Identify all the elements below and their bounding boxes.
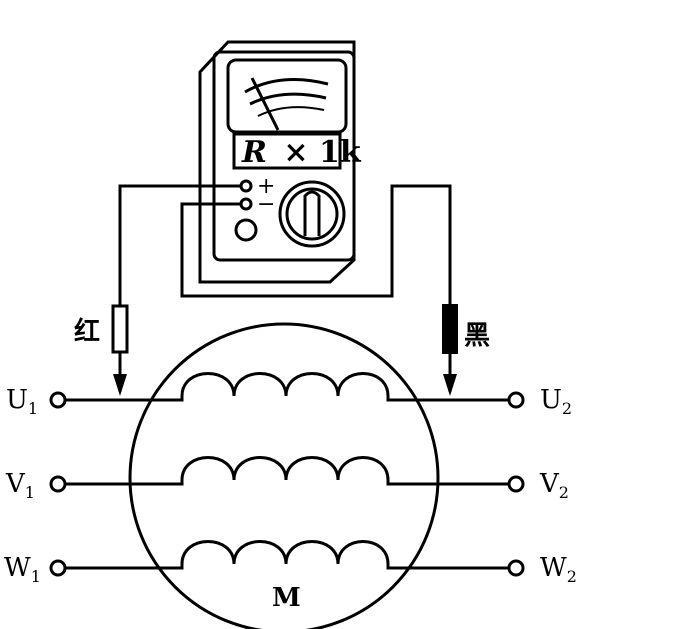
- meter-range-box: [232, 132, 342, 170]
- winding-v: [66, 456, 508, 486]
- terminal-label-w2: W2: [540, 553, 577, 586]
- meter-needle: [250, 77, 280, 131]
- black-lead-wire: [180, 184, 452, 306]
- meter-display-window: [226, 58, 348, 134]
- black-probe-label: 黑: [464, 321, 490, 351]
- winding-u: [66, 372, 508, 402]
- range-prefix: R: [241, 135, 267, 170]
- terminal-v2[interactable]: [507, 475, 525, 493]
- plus-sign: +: [257, 174, 275, 199]
- range-suffix: × 1k: [283, 135, 361, 170]
- terminal-v1[interactable]: [49, 475, 67, 493]
- zero-adjust-knob[interactable]: [234, 218, 258, 242]
- terminal-label-v2: V2: [539, 469, 569, 502]
- test-leads: 红 黑: [74, 184, 490, 396]
- meter-body-front: [212, 50, 356, 262]
- meter-scale-arc-1: [244, 78, 329, 94]
- black-probe-arrow: [443, 374, 457, 396]
- terminal-u2[interactable]: [507, 391, 525, 409]
- terminal-label-v1: V1: [5, 469, 35, 502]
- winding-w: [66, 540, 508, 570]
- black-probe[interactable]: [442, 304, 458, 354]
- plus-terminal[interactable]: [239, 179, 253, 193]
- range-selector-dial[interactable]: [278, 180, 346, 248]
- terminal-u1[interactable]: [49, 391, 67, 409]
- minus-sign: −: [257, 192, 275, 217]
- motor-label: M: [272, 583, 301, 613]
- terminal-w2[interactable]: [507, 559, 525, 577]
- red-lead-wire: [118, 184, 241, 306]
- minus-terminal[interactable]: [239, 197, 253, 211]
- red-probe-arrow: [113, 374, 127, 396]
- meter-scale-arc-3: [257, 106, 325, 117]
- motor: M U1 V1: [4, 322, 577, 629]
- multimeter: R × 1k + −: [198, 40, 362, 284]
- motor-housing: [128, 322, 440, 629]
- terminal-label-w1: W1: [4, 553, 41, 586]
- terminal-w1[interactable]: [49, 559, 67, 577]
- meter-body-side: [198, 40, 356, 284]
- red-probe-label: 红: [74, 316, 100, 347]
- meter-scale-arc-2: [249, 92, 327, 106]
- red-probe[interactable]: [111, 304, 129, 354]
- meter-range-label: R × 1k: [241, 135, 362, 170]
- terminal-label-u1: U1: [6, 385, 38, 418]
- terminal-label-u2: U2: [540, 385, 572, 418]
